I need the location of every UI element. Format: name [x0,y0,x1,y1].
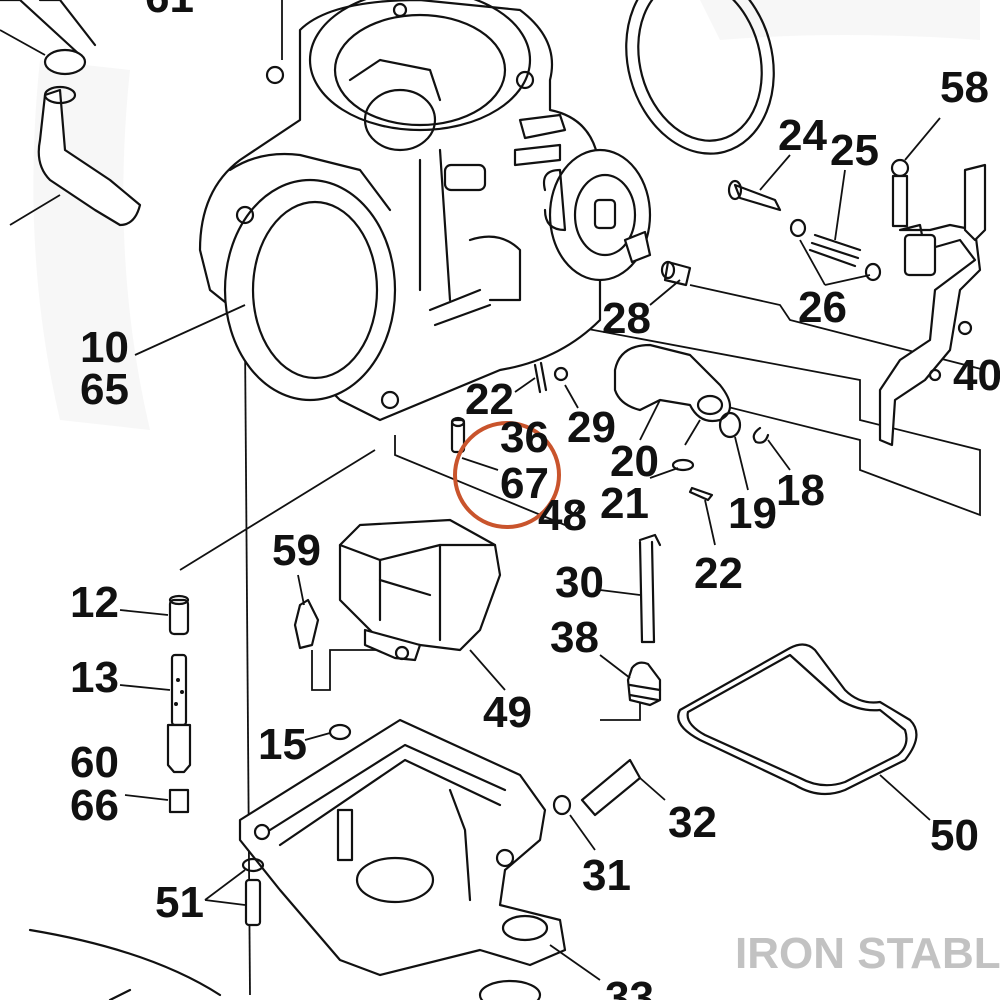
bowl-gasket-50 [677,643,918,796]
float-lever-20 [613,343,732,423]
label-22-upper: 22 [465,375,514,424]
screws-51 [241,857,265,927]
label-26: 26 [798,283,847,332]
part-labels: 61 58 24 25 26 28 10 65 40 22 29 20 36 6… [70,0,1000,1000]
label-20: 20 [610,437,659,486]
pilot-jet-36 [450,416,466,454]
top-right-oring [625,0,775,155]
bottom-parts [28,928,542,1000]
label-51: 51 [155,878,204,927]
label-40: 40 [953,351,1000,400]
throttle-bracket [878,163,987,447]
label-29: 29 [567,403,616,452]
label-28: 28 [602,294,651,343]
label-58: 58 [940,63,989,112]
carburetor-body [198,0,602,422]
label-50: 50 [930,811,979,860]
needle-valve-59 [293,598,320,650]
highlight-circle [453,421,561,529]
label-48: 48 [538,491,587,540]
top-hose [0,0,142,227]
label-18: 18 [776,466,825,515]
label-36: 36 [500,413,549,462]
label-25: 25 [830,126,879,175]
small-clips-washers [533,361,770,502]
label-33: 33 [605,973,654,1000]
label-65: 65 [80,365,129,414]
sleeve-28 [660,260,692,287]
oring-15 [328,723,352,741]
label-59: 59 [272,526,321,575]
label-19: 19 [728,489,777,538]
label-67: 67 [500,459,549,508]
air-screw-32 [552,758,642,817]
label-30: 30 [555,558,604,607]
label-66: 66 [70,781,119,830]
label-31: 31 [582,851,631,900]
label-22-lower: 22 [694,549,743,598]
label-32: 32 [668,798,717,847]
label-49: 49 [483,688,532,737]
label-38: 38 [550,613,599,662]
label-15: 15 [258,720,307,769]
label-12: 12 [70,578,119,627]
main-jets [166,594,192,814]
screw-58 [890,158,910,228]
float-bowl [238,718,567,977]
idle-screw-assembly [727,179,882,282]
label-10: 10 [80,323,129,372]
label-21: 21 [600,479,649,528]
boot-38 [626,661,662,707]
label-24: 24 [778,111,827,160]
brand-watermark: IRON STABLE [735,929,1000,978]
label-13: 13 [70,653,119,702]
leader-lines [0,0,941,981]
label-60: 60 [70,738,119,787]
pin-30 [638,533,662,644]
float-49 [338,518,502,662]
throttle-pulley [542,148,652,282]
label-61: 61 [145,0,194,22]
